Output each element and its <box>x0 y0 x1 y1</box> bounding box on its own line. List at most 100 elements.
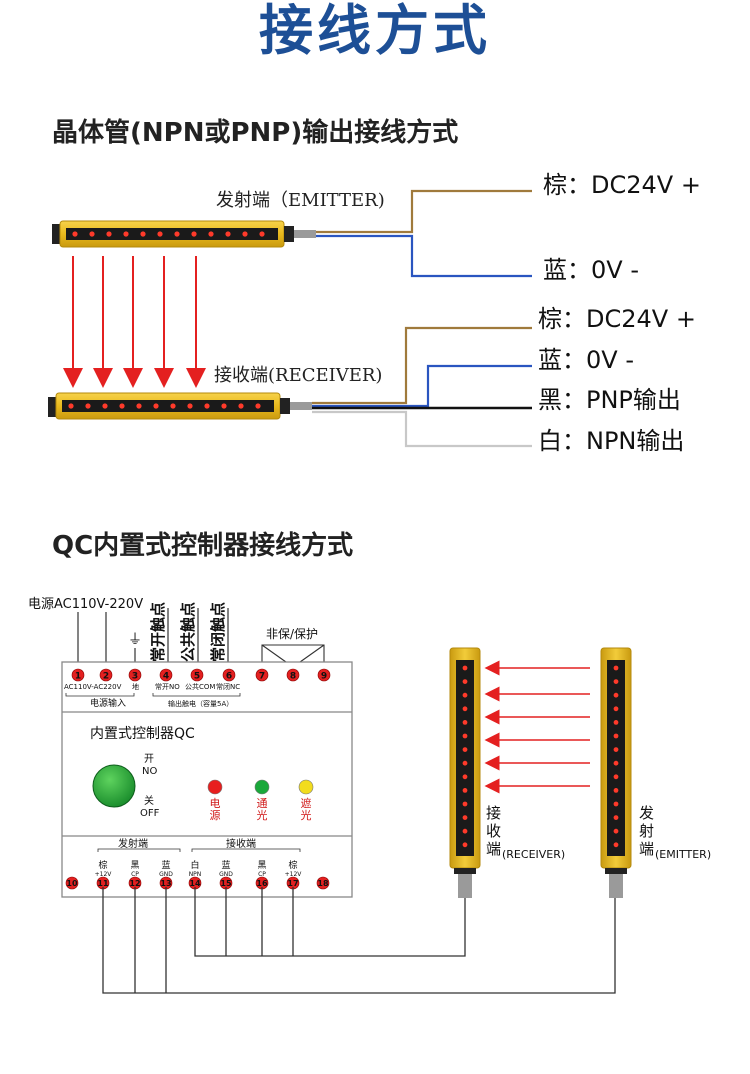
controller-wires <box>102 887 616 994</box>
emitter-label-en: (EMITTER) <box>655 848 711 861</box>
svg-text:光: 光 <box>301 808 312 822</box>
top-terminal-4: 4 <box>159 668 173 682</box>
bottom-wire-label: 黑CP <box>257 860 266 878</box>
svg-text:GND: GND <box>219 871 233 878</box>
top-terminal-8: 8 <box>286 668 300 682</box>
power-switch-button[interactable] <box>92 764 136 808</box>
top-terminal-5: 5 <box>190 668 204 682</box>
power-input-label: 电源输入 <box>90 697 126 709</box>
switch-off-en: OFF <box>140 808 160 819</box>
section1-title: 晶体管(NPN或PNP)输出接线方式 <box>52 118 459 148</box>
receiver-light-curtain <box>48 392 312 420</box>
svg-text:蓝: 蓝 <box>161 859 170 871</box>
top-terminal-6: 6 <box>222 668 236 682</box>
ground-sublabel: 地 <box>132 682 139 691</box>
svg-text:源: 源 <box>210 808 221 822</box>
light-beams <box>63 256 206 388</box>
emitter-label: 发射端（EMITTER) <box>216 190 385 211</box>
svg-text:白: 白 <box>190 859 199 871</box>
svg-text:黑: 黑 <box>130 860 139 871</box>
vertical-light-beams <box>484 660 590 794</box>
svg-text:GND: GND <box>159 871 173 878</box>
emitter-label-2: 射 <box>639 822 654 840</box>
receiver-white-wire <box>312 410 532 448</box>
receiver-label-3: 端 <box>486 840 501 858</box>
receiver-wire-white-label: 白：NPN输出 <box>538 427 685 455</box>
svg-text:+12V: +12V <box>285 871 303 878</box>
svg-text:17: 17 <box>287 879 298 888</box>
receiver-brown-wire <box>312 326 532 405</box>
top-terminal-1: 1 <box>71 668 85 682</box>
no-sublabel: 常开NO <box>155 682 180 691</box>
receiver-group-label: 接收端 <box>226 837 256 850</box>
vertical-label-nc: 常闭触点 <box>209 602 227 662</box>
emitter-label-1: 发 <box>639 804 654 822</box>
emitter-group-label: 发射端 <box>118 837 148 850</box>
emitter-vertical-curtain <box>600 647 632 898</box>
section2-title: QC内置式控制器接线方式 <box>52 531 354 561</box>
top-terminal-row: 1 2 3 4 5 6 7 8 9 <box>71 668 331 682</box>
switch-off-cn: 关 <box>144 794 154 807</box>
top-terminal-3: 3 <box>128 668 142 682</box>
svg-text:6: 6 <box>226 672 232 682</box>
output-contact-label: 输出触电（容量5A） <box>168 699 233 708</box>
bottom-wire-label: 棕+12V <box>285 859 303 878</box>
receiver-label-2: 收 <box>486 822 501 840</box>
svg-text:11: 11 <box>97 879 109 888</box>
bottom-wire-label: 黑CP <box>130 860 139 878</box>
bottom-wire-label: 棕+12V <box>95 859 113 878</box>
svg-text:8: 8 <box>290 672 296 682</box>
bottom-terminal-12: 12 <box>128 876 142 890</box>
svg-text:14: 14 <box>189 879 201 888</box>
svg-text:2: 2 <box>103 672 109 682</box>
indicator-light-1: 电源 <box>207 779 223 822</box>
svg-text:CP: CP <box>131 871 139 878</box>
nc-sublabel: 常闭NC <box>216 682 240 691</box>
svg-text:遮: 遮 <box>301 796 312 810</box>
svg-text:光: 光 <box>257 808 268 822</box>
emitter-label-3: 端 <box>639 840 654 858</box>
svg-text:18: 18 <box>317 879 329 888</box>
page-title: 接线方式 <box>259 0 491 62</box>
top-terminal-2: 2 <box>99 668 113 682</box>
receiver-label-1: 接 <box>486 804 501 822</box>
svg-text:7: 7 <box>259 672 265 682</box>
receiver-label-en: (RECEIVER) <box>502 848 565 861</box>
receiver-vertical-curtain <box>449 647 481 898</box>
svg-text:棕: 棕 <box>288 859 297 871</box>
svg-text:4: 4 <box>163 672 169 682</box>
com-sublabel: 公共COM <box>185 682 215 691</box>
bottom-terminal-10: 10 <box>65 876 79 890</box>
svg-text:黑: 黑 <box>257 860 266 871</box>
vertical-label-com: 公共触点 <box>179 602 197 662</box>
emitter-brown-wire <box>316 189 532 234</box>
receiver-blue-wire <box>312 364 532 408</box>
svg-text:CP: CP <box>258 871 266 878</box>
svg-text:16: 16 <box>256 879 268 888</box>
svg-text:3: 3 <box>132 672 138 682</box>
switch-on-cn: 开 <box>144 754 154 765</box>
power-voltage-sublabel: AC110V-AC220V <box>64 683 122 691</box>
switch-on-en: NO <box>142 766 157 777</box>
emitter-wire-blue-label: 蓝：0V - <box>543 256 639 284</box>
svg-text:12: 12 <box>129 879 140 888</box>
emitter-light-curtain <box>52 220 316 248</box>
vertical-label-no: 常开触点 <box>149 602 167 662</box>
non-protect-label: 非保/保护 <box>266 627 318 641</box>
svg-text:NPN: NPN <box>189 871 202 878</box>
svg-text:+12V: +12V <box>95 871 113 878</box>
top-terminal-7: 7 <box>255 668 269 682</box>
svg-text:棕: 棕 <box>98 859 107 871</box>
top-terminal-9: 9 <box>317 668 331 682</box>
svg-text:电: 电 <box>210 797 221 810</box>
svg-text:1: 1 <box>75 672 81 682</box>
power-label: 电源AC110V-220V <box>28 597 143 612</box>
svg-text:5: 5 <box>194 672 200 682</box>
